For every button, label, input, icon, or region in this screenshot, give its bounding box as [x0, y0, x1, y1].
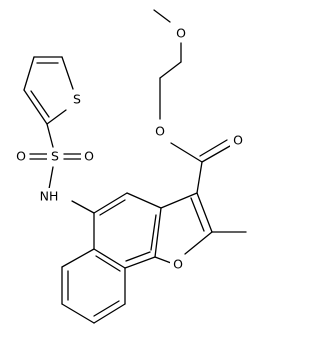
bond-c9b-c7a-double-a — [124, 256, 156, 269]
structure-canvas: O O O S S O O NH O — [13, 9, 247, 324]
atom-o-sulfonyl-right: O — [84, 149, 94, 164]
molecule-drawing: O O O S S O O NH O — [13, 9, 247, 324]
bond-c2-to-furan-o — [184, 231, 213, 255]
atom-o-methoxy: O — [176, 26, 186, 41]
bond-c3-to-c3a — [160, 192, 198, 209]
bond-thiophene-c4-to-c3 — [23, 56, 35, 91]
bond-c4-c5-double-a — [93, 192, 128, 214]
bond-sulfonyl-s-to-thiophene-c2 — [46, 123, 54, 148]
bond-c3a-to-c4 — [126, 192, 162, 209]
bond-c8-c9-inner — [93, 300, 120, 317]
bond-carbonyl-c-o-double-a — [201, 145, 231, 163]
bond-thiophene-s-to-c5 — [61, 56, 74, 90]
bond-carbonyl-c-to-c3 — [196, 161, 203, 194]
bond-carbonyl-c-o-double-b — [199, 139, 228, 157]
bond-c3-c2-double-a — [196, 192, 213, 233]
bond-c7a-to-c3a — [154, 207, 162, 258]
bond-c5a-c9b-inner — [95, 255, 121, 272]
bond-thiophene-c3-c2-double-a — [23, 89, 48, 125]
atom-s-sulfonyl: S — [51, 149, 59, 164]
bond-thiophene-c3-c2-double-b — [30, 90, 50, 118]
bond-furan-o-to-c7a — [154, 256, 172, 264]
bond-c5a-to-c9b — [93, 248, 126, 269]
bond-c7-to-c8 — [61, 303, 95, 324]
bonds — [23, 9, 247, 324]
bond-c5a-to-c6 — [61, 248, 95, 268]
atom-o-sulfonyl-left: O — [16, 149, 26, 164]
bond-c8-to-c9 — [93, 303, 126, 324]
atom-labels: O O O S S O O NH O — [13, 25, 246, 272]
bond-c3a-c7a-inner — [150, 214, 157, 251]
bond-nh-to-sulfonyl-s — [48, 166, 54, 190]
bond-thiophene-c2-to-s — [46, 109, 67, 125]
bond-c4-c5-double-b — [99, 199, 126, 216]
bond-ester-o-to-carbonyl-c — [170, 142, 203, 163]
bond-c5-to-nh — [71, 200, 95, 214]
atom-nh: NH — [40, 189, 59, 204]
atom-s-thiophene: S — [73, 92, 81, 107]
atom-o-carbonyl: O — [233, 133, 243, 148]
atom-o-furan: O — [173, 257, 183, 272]
bond-c9b-c7a-double-b — [125, 251, 151, 262]
atom-o-ester: O — [155, 124, 165, 139]
bond-c3-c2-double-b — [190, 197, 205, 232]
bond-ch2-to-ch2 — [159, 61, 182, 79]
bond-methyl-to-methoxy-o — [153, 9, 171, 23]
